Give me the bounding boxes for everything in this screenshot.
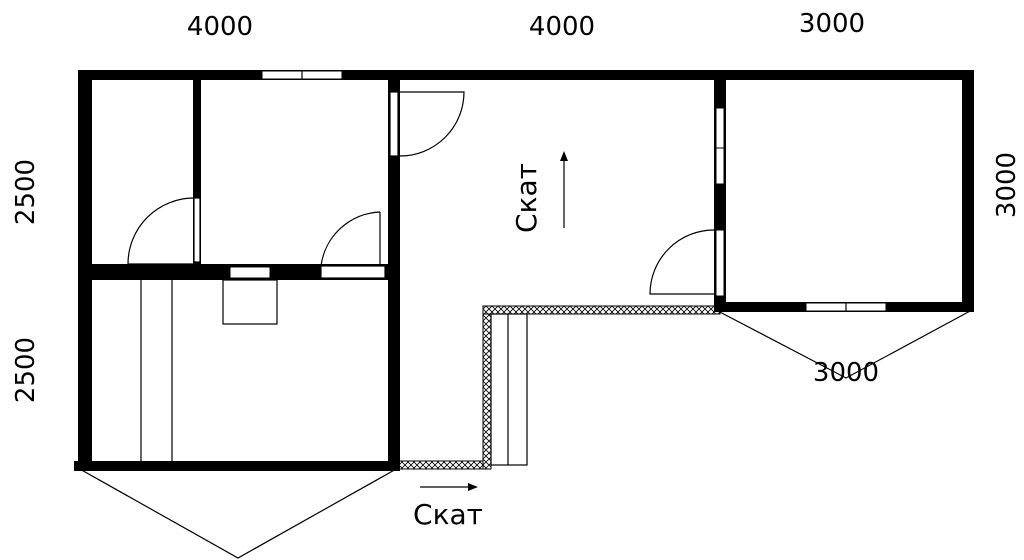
steps [490,313,528,466]
windows [229,70,887,312]
dimension-left-lower: 2500 [11,337,41,403]
door-right-room [649,229,715,295]
dimension-right: 3000 [992,152,1022,218]
dimension-top-left: 4000 [187,12,253,42]
slope-bottom-label: Скат [413,498,483,531]
roof-lines [77,309,973,559]
door-hall-top [389,91,465,157]
door-left-small [127,197,201,265]
arrow-up-icon [560,151,568,228]
door-second-room [320,211,386,279]
arrow-right-icon [420,483,478,491]
terrace-edge [395,305,721,470]
doors [127,91,715,295]
dimension-top-middle: 4000 [529,12,595,42]
dimension-top-right: 3000 [799,9,865,39]
slope-bottom: Скат [413,483,483,531]
slope-vertical-label: Скат [510,163,543,233]
dimension-right-lower: 3000 [813,358,879,388]
dimension-left-upper: 2500 [11,159,41,225]
lower-room-fixtures [140,279,278,461]
slope-vertical: Скат [510,151,568,233]
